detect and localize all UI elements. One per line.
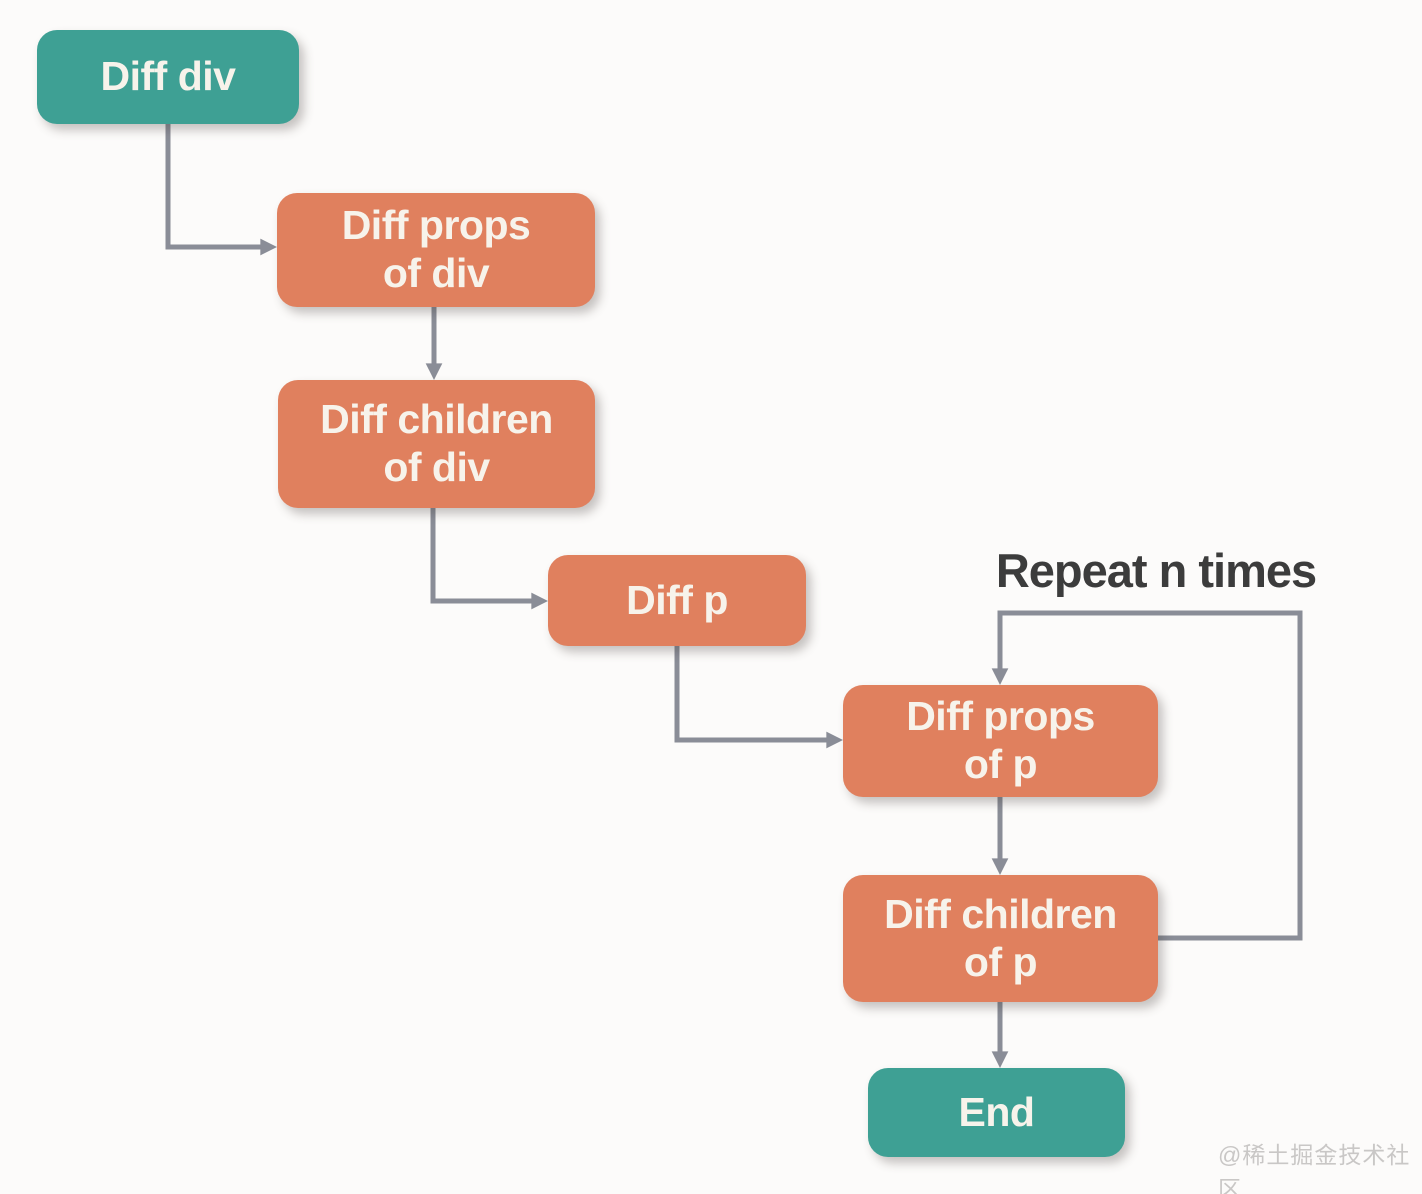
node-diff-p: Diff p [548, 555, 806, 646]
node-diff-p-label: Diff p [626, 576, 728, 623]
edge-diffdiv-to-diffpropsdiv [165, 124, 277, 256]
edge-diffchildrendiv-to-diffp [430, 508, 548, 610]
node-diff-div: Diff div [37, 30, 299, 124]
node-diff-children-of-p: Diff children of p [843, 875, 1158, 1002]
node-diff-div-label: Diff div [100, 53, 236, 100]
repeat-n-times-annotation: Repeat n times [995, 544, 1317, 597]
watermark: @稀土掘金技术社区 [1218, 1142, 1411, 1194]
node-diff-props-of-p-label: Diff props of p [906, 693, 1095, 787]
node-diff-children-of-div-label: Diff children of div [320, 396, 553, 490]
node-diff-children-of-div: Diff children of div [278, 380, 595, 508]
node-end: End [868, 1068, 1125, 1157]
node-diff-props-of-div: Diff props of div [277, 193, 595, 307]
node-diff-props-of-p: Diff props of p [843, 685, 1158, 797]
node-diff-children-of-p-label: Diff children of p [884, 890, 1117, 985]
edge-repeat-loop [991, 610, 1303, 941]
node-diff-props-of-div-label: Diff props of div [341, 202, 531, 296]
node-end-label: End [958, 1088, 1035, 1135]
edge-diffp-to-diffpropsp [674, 646, 843, 749]
